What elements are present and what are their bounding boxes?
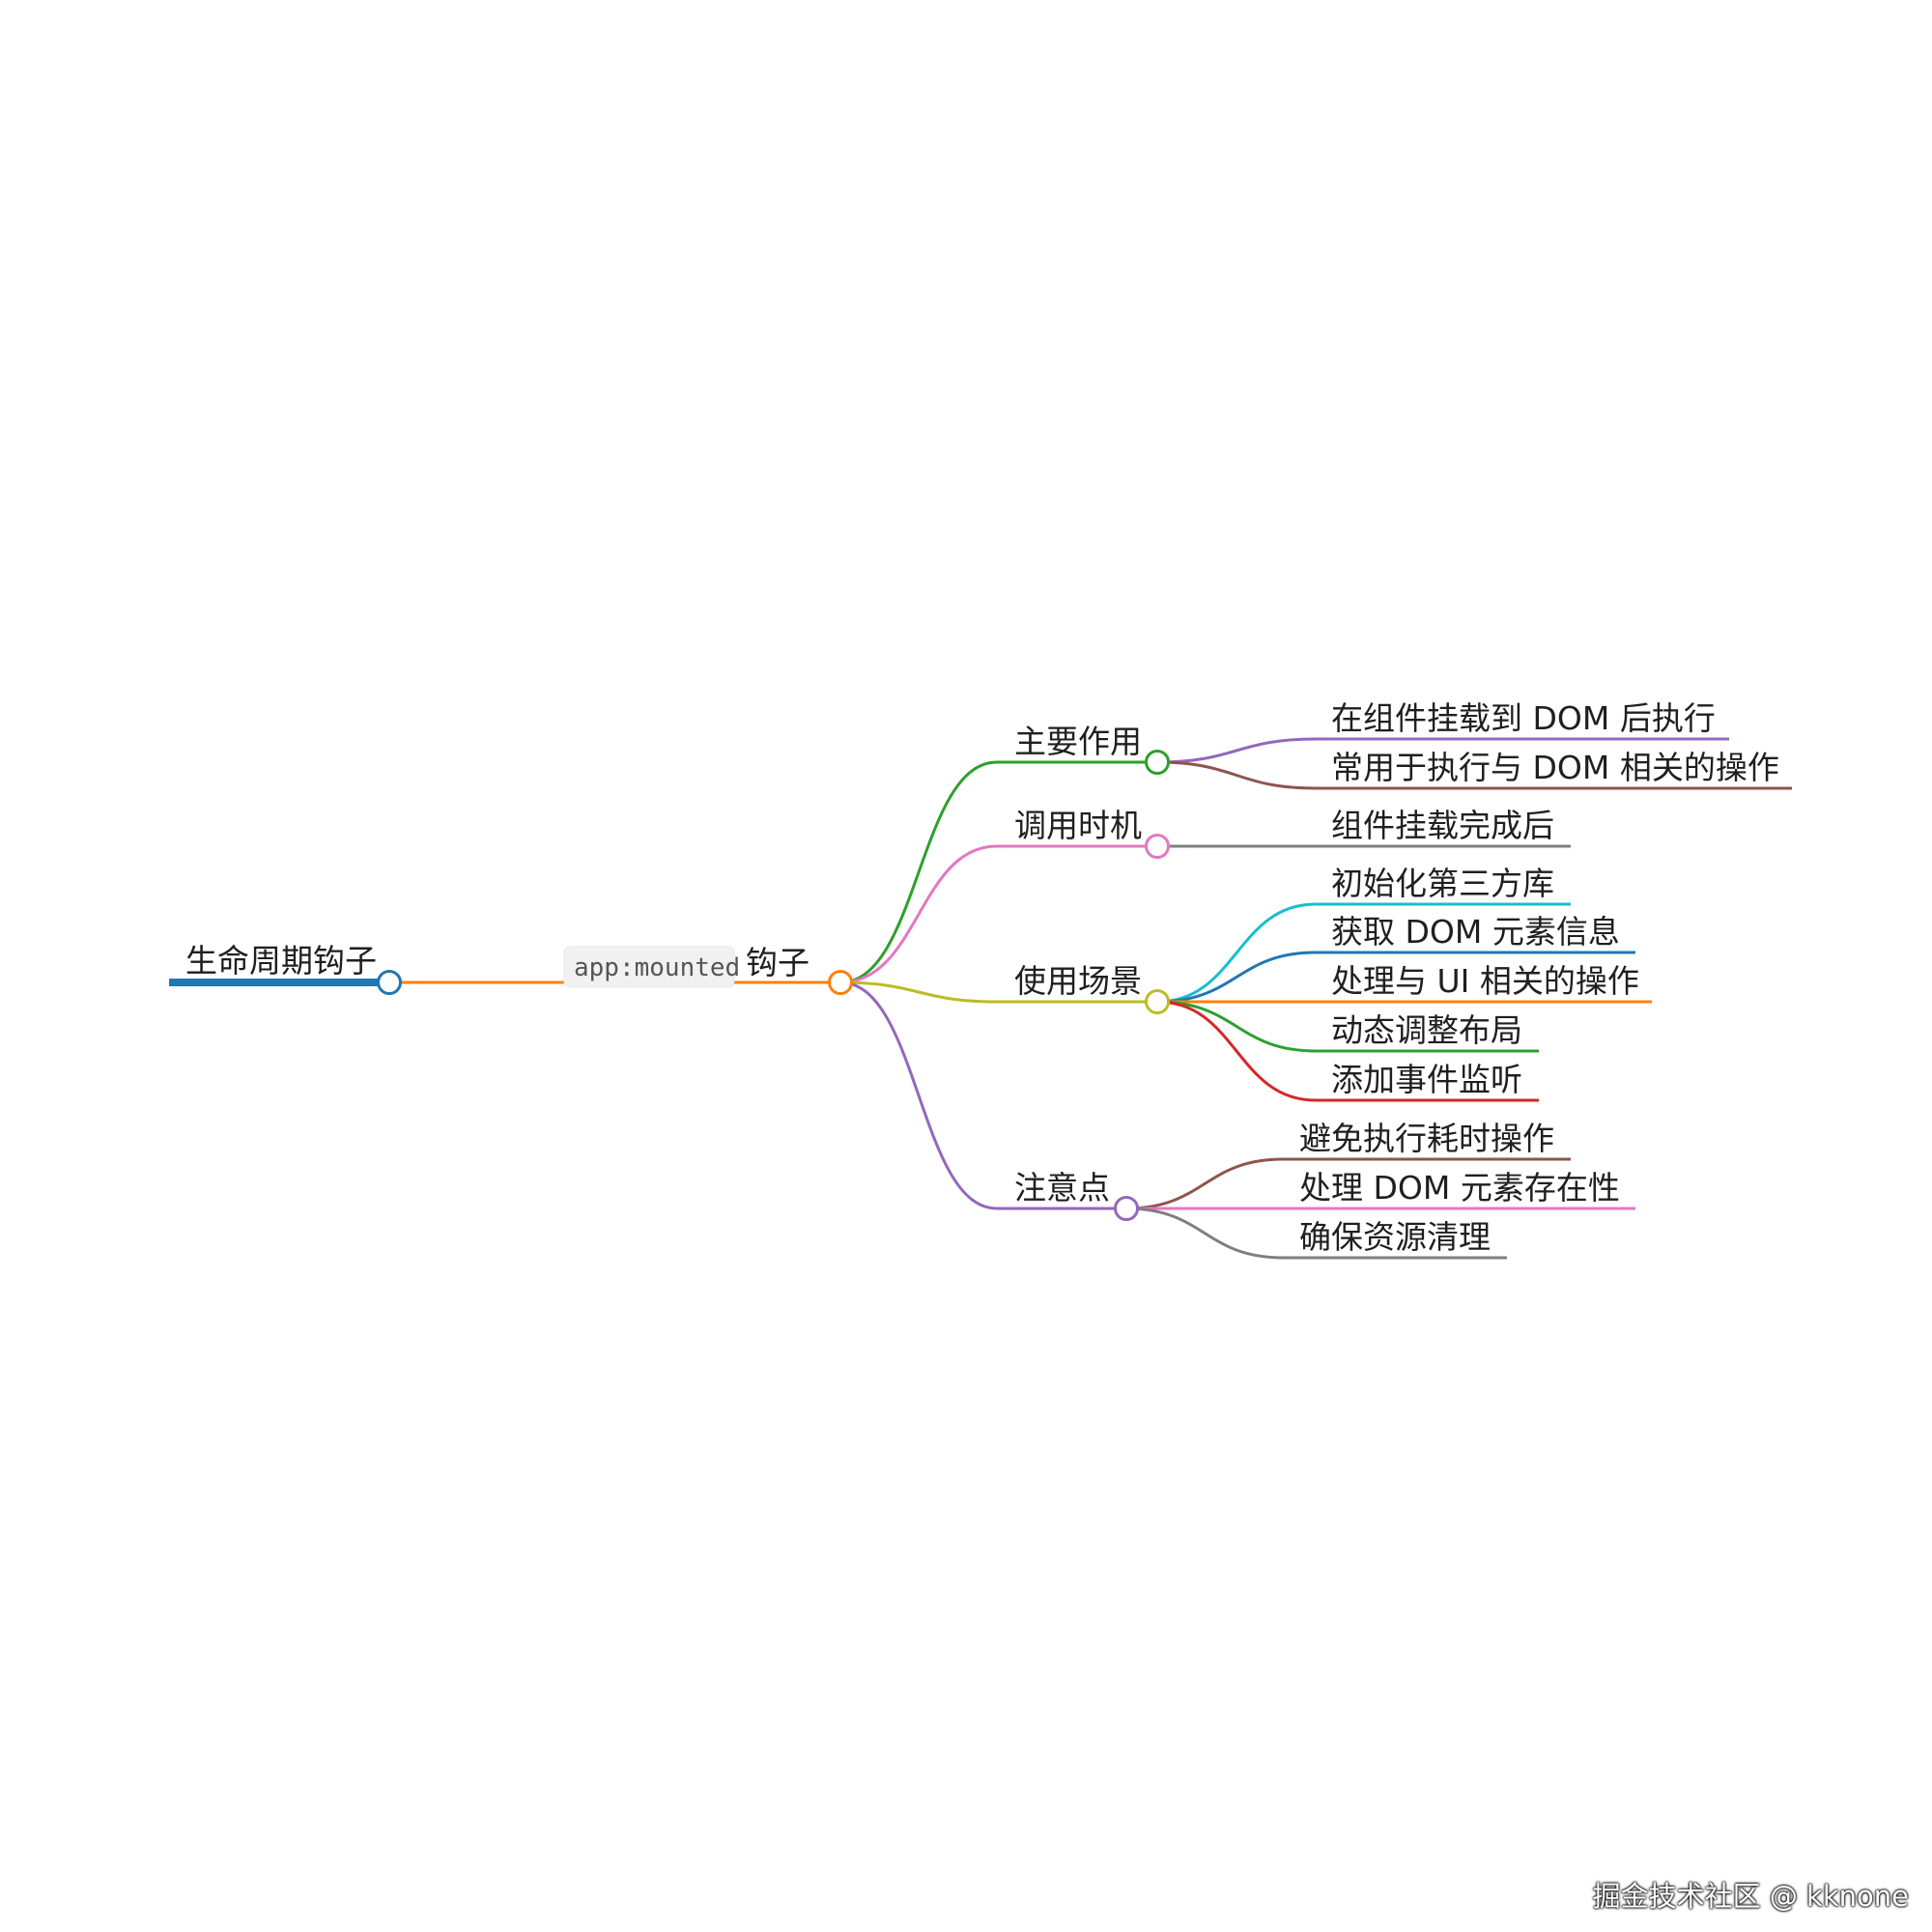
hook-suffix-label: 钩子 <box>746 944 810 981</box>
branch-2-child-1-connector <box>1156 951 1317 1004</box>
hook-to-branch-3-connector <box>839 980 998 1210</box>
hook-code-chip: app:mounted <box>563 946 740 988</box>
branch-0-leaf-1-label: 常用于执行与 DOM 相关的操作 <box>1331 749 1779 786</box>
hook-node-toggle-circle[interactable] <box>828 970 853 995</box>
branch-2-leaf-3-label: 动态调整布局 <box>1331 1011 1522 1049</box>
branch-0-leaf-0-label: 在组件挂载到 DOM 后执行 <box>1331 699 1716 737</box>
branch-2-label: 使用场景 <box>1014 962 1142 1000</box>
code-chip-background <box>563 946 735 988</box>
branch-3-child-0-connector <box>1125 1157 1284 1210</box>
branch-2-child-0-connector <box>1156 902 1317 1004</box>
branch-0-toggle-circle[interactable] <box>1145 750 1170 775</box>
branch-3-child-2-connector <box>1125 1207 1284 1260</box>
branch-1-leaf-0-label: 组件挂载完成后 <box>1331 807 1554 844</box>
branch-0-label: 主要作用 <box>1014 723 1142 760</box>
branch-3-leaf-0-label: 避免执行耗时操作 <box>1299 1120 1554 1157</box>
branch-0-child-0-connector <box>1156 737 1317 764</box>
branch-2-child-3-connector <box>1156 1000 1317 1053</box>
hook-code-label: app:mounted <box>574 953 740 982</box>
branch-2-leaf-0-label: 初始化第三方库 <box>1331 865 1554 902</box>
branch-3-label: 注意点 <box>1014 1169 1110 1207</box>
connector-layer <box>169 737 1792 1260</box>
branch-2-child-4-connector <box>1156 1000 1317 1102</box>
branch-2-leaf-2-label: 处理与 UI 相关的操作 <box>1331 962 1639 1000</box>
watermark: 掘金技术社区 @ kknone <box>1592 1880 1909 1913</box>
branch-3-leaf-2-label: 确保资源清理 <box>1299 1218 1491 1256</box>
hook-to-branch-1-connector <box>839 844 998 984</box>
branch-2-toggle-circle[interactable] <box>1145 989 1170 1014</box>
branch-2-leaf-1-label: 获取 DOM 元素信息 <box>1331 913 1620 951</box>
hook-to-branch-2-connector <box>839 980 998 1004</box>
branch-3-toggle-circle[interactable] <box>1114 1196 1139 1221</box>
branch-2-leaf-4-label: 添加事件监听 <box>1331 1061 1522 1098</box>
branch-1-toggle-circle[interactable] <box>1145 834 1170 859</box>
root-node-label: 生命周期钩子 <box>185 942 377 980</box>
branch-1-label: 调用时机 <box>1014 807 1142 844</box>
branch-0-child-1-connector <box>1156 760 1317 790</box>
hook-to-branch-0-connector <box>839 760 998 984</box>
branch-3-leaf-1-label: 处理 DOM 元素存在性 <box>1299 1169 1620 1207</box>
root-node-toggle-circle[interactable] <box>377 970 402 995</box>
